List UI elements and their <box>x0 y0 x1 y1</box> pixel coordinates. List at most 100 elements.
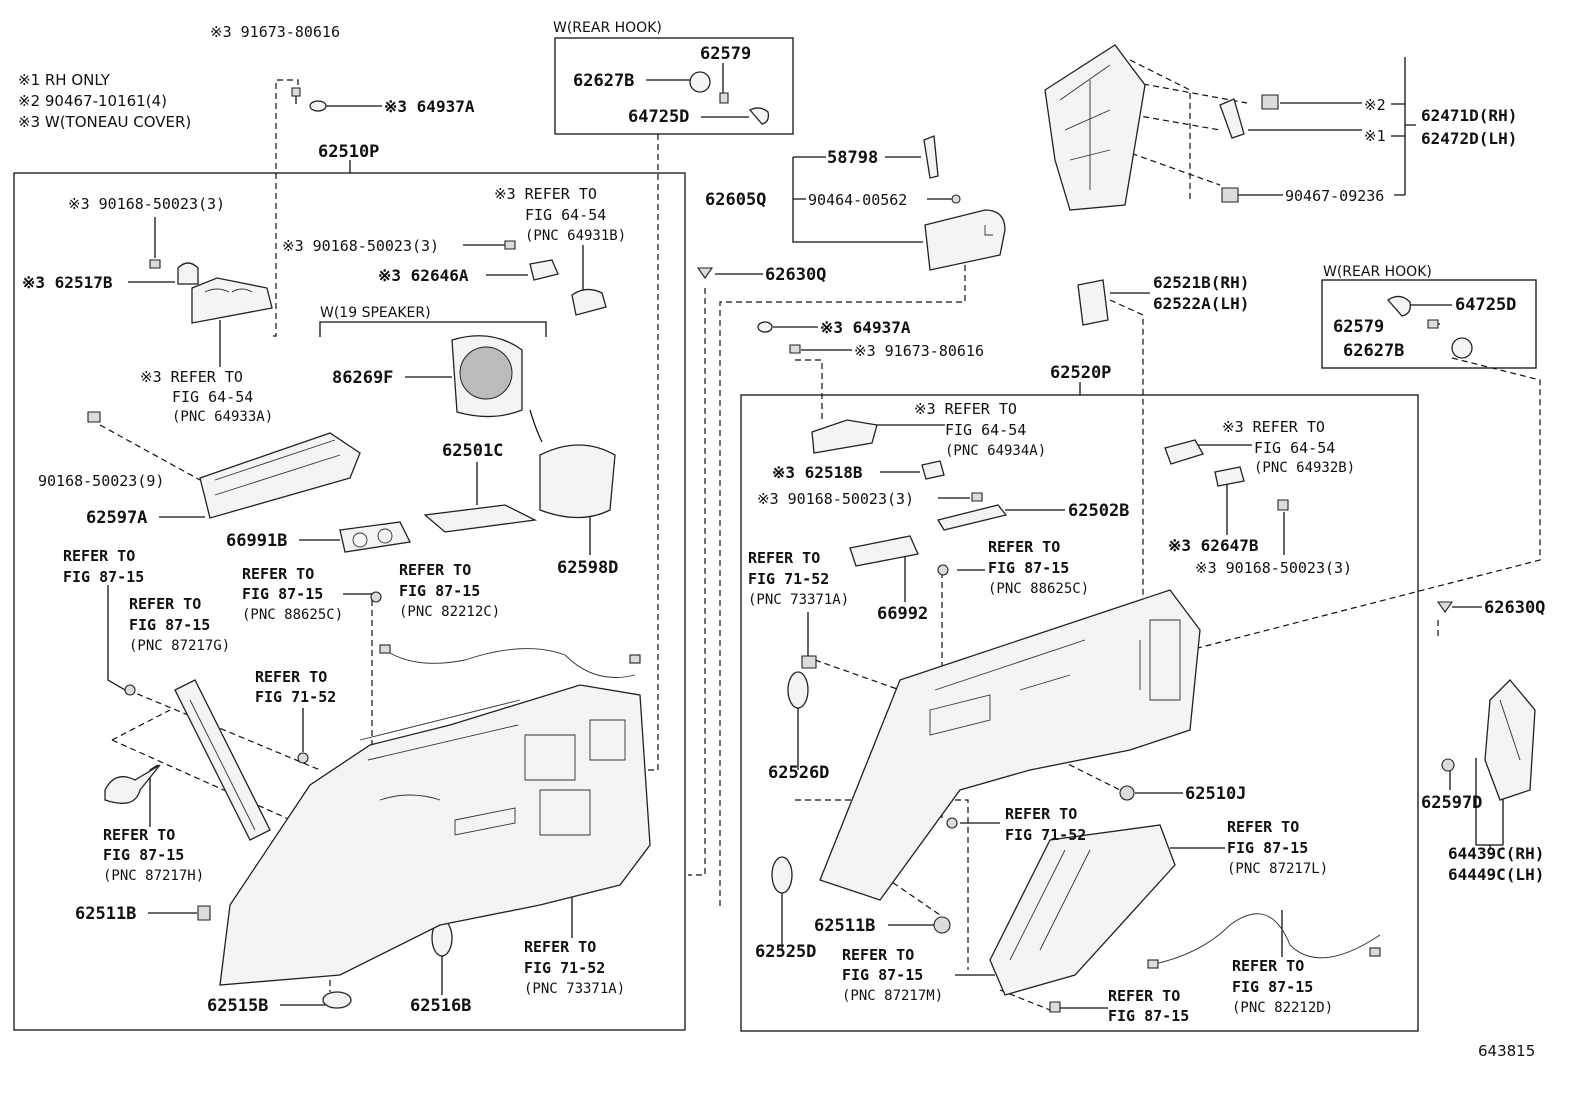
ref-87217L-line3: (PNC 87217L) <box>1227 861 1328 877</box>
ref-87217H-line2: FIG 87-15 <box>103 846 184 864</box>
label-62647B: ※3 62647B <box>1168 536 1259 555</box>
lid-62605Q <box>924 209 1006 271</box>
clip-71-52-left <box>297 752 309 764</box>
dash-rear-hook <box>648 134 659 771</box>
label-64725D-top: 64725D <box>628 107 689 127</box>
rear-hook-top-frame <box>554 37 794 135</box>
part-66992 <box>849 535 919 567</box>
ref-82212C-line3: (PNC 82212C) <box>399 604 500 620</box>
dash-ref-87-15-b <box>999 989 1051 1011</box>
group-19-speaker: W(19 SPEAKER) <box>320 305 431 321</box>
label-90467: 90467-09236 <box>1285 187 1384 205</box>
screw-91673-top <box>291 87 301 104</box>
part-87217L-duct <box>989 824 1176 996</box>
ref-87217M-line2: FIG 87-15 <box>842 966 923 984</box>
clip-62630Q-right <box>1436 601 1454 613</box>
part-64934A <box>811 419 878 454</box>
label-62630Q-right: 62630Q <box>1484 598 1545 618</box>
dash-62630Q <box>688 288 706 876</box>
ref-73371A-right-line1: REFER TO <box>748 549 820 567</box>
label-62525D: 62525D <box>755 942 816 962</box>
label-90168-c: ※3 90168-50023(3) <box>757 490 914 508</box>
part-62526D <box>787 671 809 709</box>
ref-88625C-right-line1: REFER TO <box>988 538 1060 556</box>
part-62521B <box>1077 279 1109 326</box>
screw-62579-right <box>1427 319 1439 329</box>
label-90168-9: 90168-50023(9) <box>38 472 164 490</box>
label-86269F: 86269F <box>332 368 393 388</box>
label-64937A-mid: ※3 64937A <box>820 318 911 337</box>
harness-82212D <box>1147 913 1381 969</box>
ref-71-52-left-line2: FIG 71-52 <box>255 688 336 706</box>
note-tonneau: ※3 W(TONEAU COVER) <box>18 113 191 131</box>
dash-62521B <box>1109 299 1144 640</box>
dash-62605Q <box>719 265 966 910</box>
label-64937A-top: ※3 64937A <box>384 97 475 116</box>
ref-73371A-right-line2: FIG 71-52 <box>748 570 829 588</box>
screw-90168-9 <box>87 411 101 423</box>
clip-62630Q-mid <box>696 267 714 279</box>
part-64439C <box>1484 679 1536 801</box>
screw-90168-c <box>971 492 983 502</box>
label-62579-top: 62579 <box>700 44 751 64</box>
screw-91673-mid <box>789 344 801 354</box>
part-64931B <box>571 288 607 316</box>
label-62510J: 62510J <box>1185 784 1246 804</box>
ref-82212C-line2: FIG 87-15 <box>399 582 480 600</box>
clip-64937A-top <box>309 100 327 112</box>
label-62597D: 62597D <box>1421 793 1482 813</box>
label-62511B-left: 62511B <box>75 904 136 924</box>
clip-62597D <box>1441 758 1455 772</box>
panel-62520P <box>819 589 1201 901</box>
label-91673-mid: ※3 91673-80616 <box>854 342 984 360</box>
ref-87217L-line2: FIG 87-15 <box>1227 839 1308 857</box>
label-star1: ※1 <box>1364 127 1386 145</box>
part-62517B-bracket <box>177 262 199 285</box>
label-62605Q: 62605Q <box>705 190 766 210</box>
part-62518B <box>921 460 945 480</box>
part-62646A <box>529 259 559 281</box>
ref-82212D-line3: (PNC 82212D) <box>1232 1000 1333 1016</box>
panel-62471D <box>1044 44 1146 211</box>
dash-62525D <box>795 799 969 970</box>
clip-90467 <box>1221 187 1239 203</box>
ref-64932B-line2: FIG 64-54 <box>1254 439 1335 457</box>
clip-62510J <box>1119 785 1135 801</box>
part-62627B-top <box>689 71 711 93</box>
label-62627B-right: 62627B <box>1343 341 1404 361</box>
ref-82212D-line1: REFER TO <box>1232 957 1304 975</box>
label-62471D: 62471D(RH) <box>1421 106 1517 125</box>
label-62515B: 62515B <box>207 996 268 1016</box>
bracket-62471D <box>1391 57 1416 196</box>
part-87217G-duct <box>174 679 271 841</box>
dash-91673-mid <box>795 359 823 420</box>
part-62525D <box>771 856 793 894</box>
ref-87217H-line3: (PNC 87217H) <box>103 868 204 884</box>
diagram-number: 643815 <box>1478 1042 1535 1060</box>
ref-73371A-left-line1: REFER TO <box>524 938 596 956</box>
ref-88625C-left-line1: REFER TO <box>242 565 314 583</box>
ref-64934A-line3: (PNC 64934A) <box>945 443 1046 459</box>
ref-88625C-right-line3: (PNC 88625C) <box>988 581 1089 597</box>
clip-90464 <box>951 194 961 204</box>
ref-87217G-line1: REFER TO <box>129 595 201 613</box>
label-90168-a: ※3 90168-50023(3) <box>68 195 225 213</box>
part-62598D <box>539 444 616 519</box>
label-star2: ※2 <box>1364 96 1386 114</box>
ref-64931B-line1: ※3 REFER TO <box>494 185 597 203</box>
dash-left-lower-2 <box>111 709 171 741</box>
part-64932B <box>1164 439 1204 465</box>
ref-87-15-a-line2: FIG 87-15 <box>63 568 144 586</box>
note-rh-only: ※1 RH ONLY <box>18 71 111 89</box>
arrow-speaker <box>529 409 543 443</box>
screw-62579-top <box>719 92 729 104</box>
part-87217H <box>104 764 161 804</box>
clip-62511B-right <box>933 916 951 934</box>
dash-upper-right-4 <box>1129 59 1191 200</box>
label-58798: 58798 <box>827 148 878 168</box>
ref-71-52-left-line1: REFER TO <box>255 668 327 686</box>
ref-71-52-right-line1: REFER TO <box>1005 805 1077 823</box>
clip-71-52-right <box>946 817 958 829</box>
speaker-group-bracket <box>319 321 547 337</box>
leader-ref-87217H <box>149 764 159 827</box>
